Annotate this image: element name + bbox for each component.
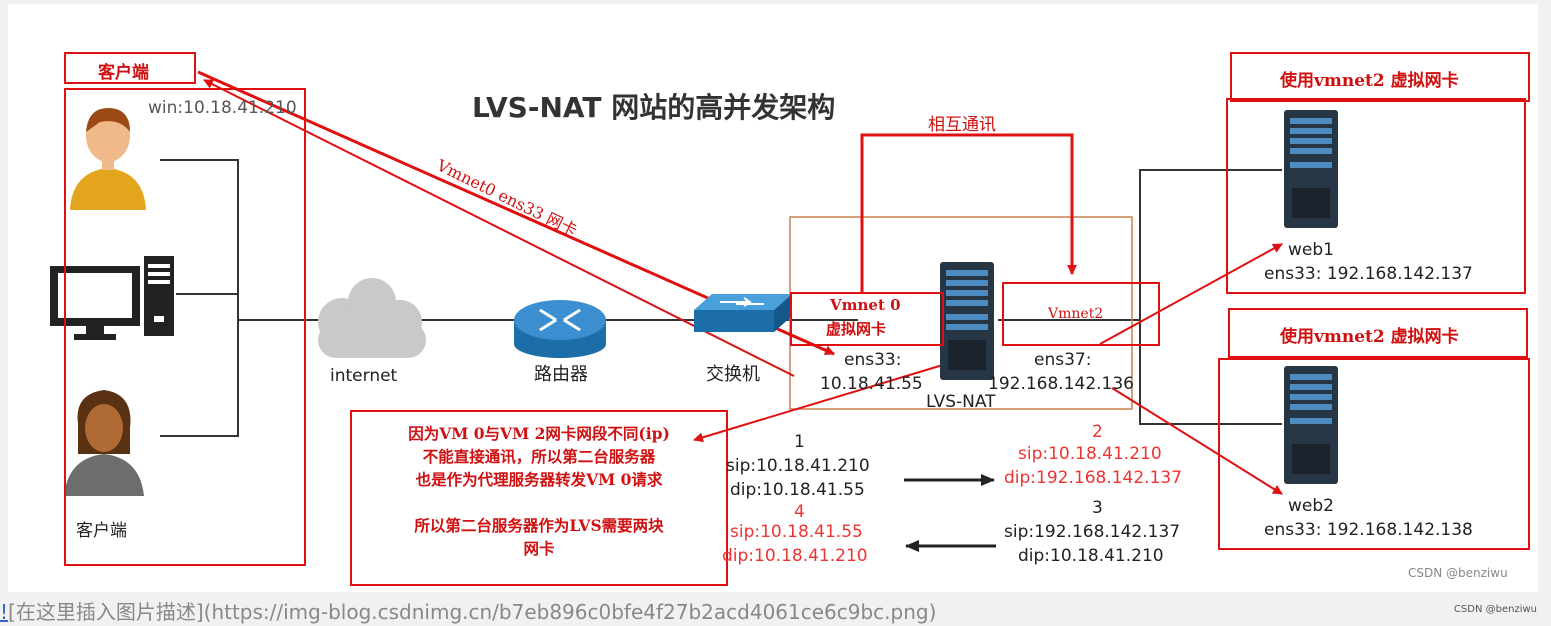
internet-label: internet — [330, 366, 398, 386]
note-text: 因为VM 0与VM 2网卡网段不同(ip) 不能直接通讯，所以第二台服务器 也是… — [354, 422, 724, 560]
client-person-female-icon — [64, 390, 144, 496]
note-line: 所以第二台服务器作为LVS需要两块 — [414, 516, 664, 535]
step1-dip: dip:10.18.41.55 — [730, 480, 865, 500]
diagram-title: LVS-NAT 网站的高并发架构 — [472, 91, 836, 124]
internet-cloud-icon — [318, 278, 426, 358]
mutual-comm-bracket — [860, 133, 1077, 294]
switch-icon — [694, 294, 792, 332]
web1-area-box — [1226, 98, 1526, 294]
lvs-name: LVS-NAT — [926, 392, 996, 412]
web1-name: web1 — [1288, 240, 1334, 260]
step2-sip: sip:10.18.41.210 — [1018, 444, 1162, 464]
router-icon — [514, 300, 606, 358]
router-label: 路由器 — [534, 364, 588, 385]
note-line — [354, 491, 724, 514]
client-area-box — [64, 88, 306, 566]
link-marker[interactable]: ! — [0, 600, 9, 624]
note-line: 也是作为代理服务器转发VM 0请求 — [415, 470, 663, 489]
switch-label: 交换机 — [706, 364, 760, 385]
vmnet0-line1: Vmnet 0 — [830, 296, 901, 314]
desktop-computer-icon — [50, 256, 174, 340]
web1-server-icon — [1284, 110, 1338, 228]
step1-num: 1 — [794, 432, 805, 452]
client-label-top: 客户端 — [98, 63, 149, 83]
ens33-label: ens33: — [844, 350, 902, 370]
vmnet2-box — [1002, 282, 1160, 346]
vmnet0-line2: 虚拟网卡 — [826, 320, 887, 338]
vmnet0-box — [790, 292, 944, 346]
note-line: 因为VM 0与VM 2网卡网段不同(ip) — [408, 424, 670, 443]
web1-box-label: 使用vmnet2 虚拟网卡 — [1280, 71, 1459, 91]
step2-dip: dip:192.168.142.137 — [1004, 468, 1183, 488]
diagram-canvas: 客户端 win:10.18.41.210 LVS-NAT 网站的高并发架构 相互… — [8, 4, 1538, 592]
ens37-ip: 192.168.142.136 — [988, 374, 1135, 394]
diagram-lines — [50, 70, 1338, 552]
lvs-server-icon — [940, 262, 994, 380]
step4-num: 4 — [794, 502, 805, 522]
ens37-label: ens37: — [1034, 350, 1092, 370]
win-ip: win:10.18.41.210 — [148, 98, 297, 118]
web2-server-icon — [1284, 366, 1338, 484]
inner-watermark: CSDN @benziwu — [1408, 566, 1508, 580]
web1-label-box — [1230, 52, 1530, 102]
web2-area-box — [1218, 358, 1530, 550]
client-person-icon — [70, 108, 146, 210]
client-label-bottom: 客户端 — [76, 521, 127, 541]
step3-sip: sip:192.168.142.137 — [1004, 522, 1181, 542]
step2-num: 2 — [1092, 422, 1103, 442]
client-label-box — [64, 52, 196, 84]
image-markdown-link[interactable]: ![在这里插入图片描述](https://img-blog.csdnimg.cn… — [0, 596, 936, 625]
note-line: 不能直接通讯，所以第二台服务器 — [422, 447, 656, 466]
web2-label-box — [1228, 308, 1528, 358]
web2-name: web2 — [1288, 496, 1334, 516]
step4-dip: dip:10.18.41.210 — [722, 546, 868, 566]
mutual-comm-label: 相互通讯 — [928, 115, 996, 135]
step4-sip: sip:10.18.41.55 — [730, 522, 863, 542]
vmnet2-label: Vmnet2 — [1048, 306, 1104, 322]
step3-dip: dip:10.18.41.210 — [1018, 546, 1164, 566]
web-connector-lines — [998, 169, 1282, 425]
footer-watermark: CSDN @benziwu — [1453, 604, 1537, 615]
step1-sip: sip:10.18.41.210 — [726, 456, 870, 476]
note-line: 网卡 — [523, 539, 555, 558]
link-text[interactable]: [在这里插入图片描述](https://img-blog.csdnimg.cn/… — [8, 600, 937, 624]
ens33-ip: 10.18.41.55 — [820, 374, 923, 394]
note-box — [350, 410, 728, 586]
web2-box-label: 使用vmnet2 虚拟网卡 — [1280, 327, 1459, 347]
web1-ip: ens33: 192.168.142.137 — [1264, 264, 1473, 284]
step3-num: 3 — [1092, 498, 1103, 518]
web2-ip: ens33: 192.168.142.138 — [1264, 520, 1473, 540]
